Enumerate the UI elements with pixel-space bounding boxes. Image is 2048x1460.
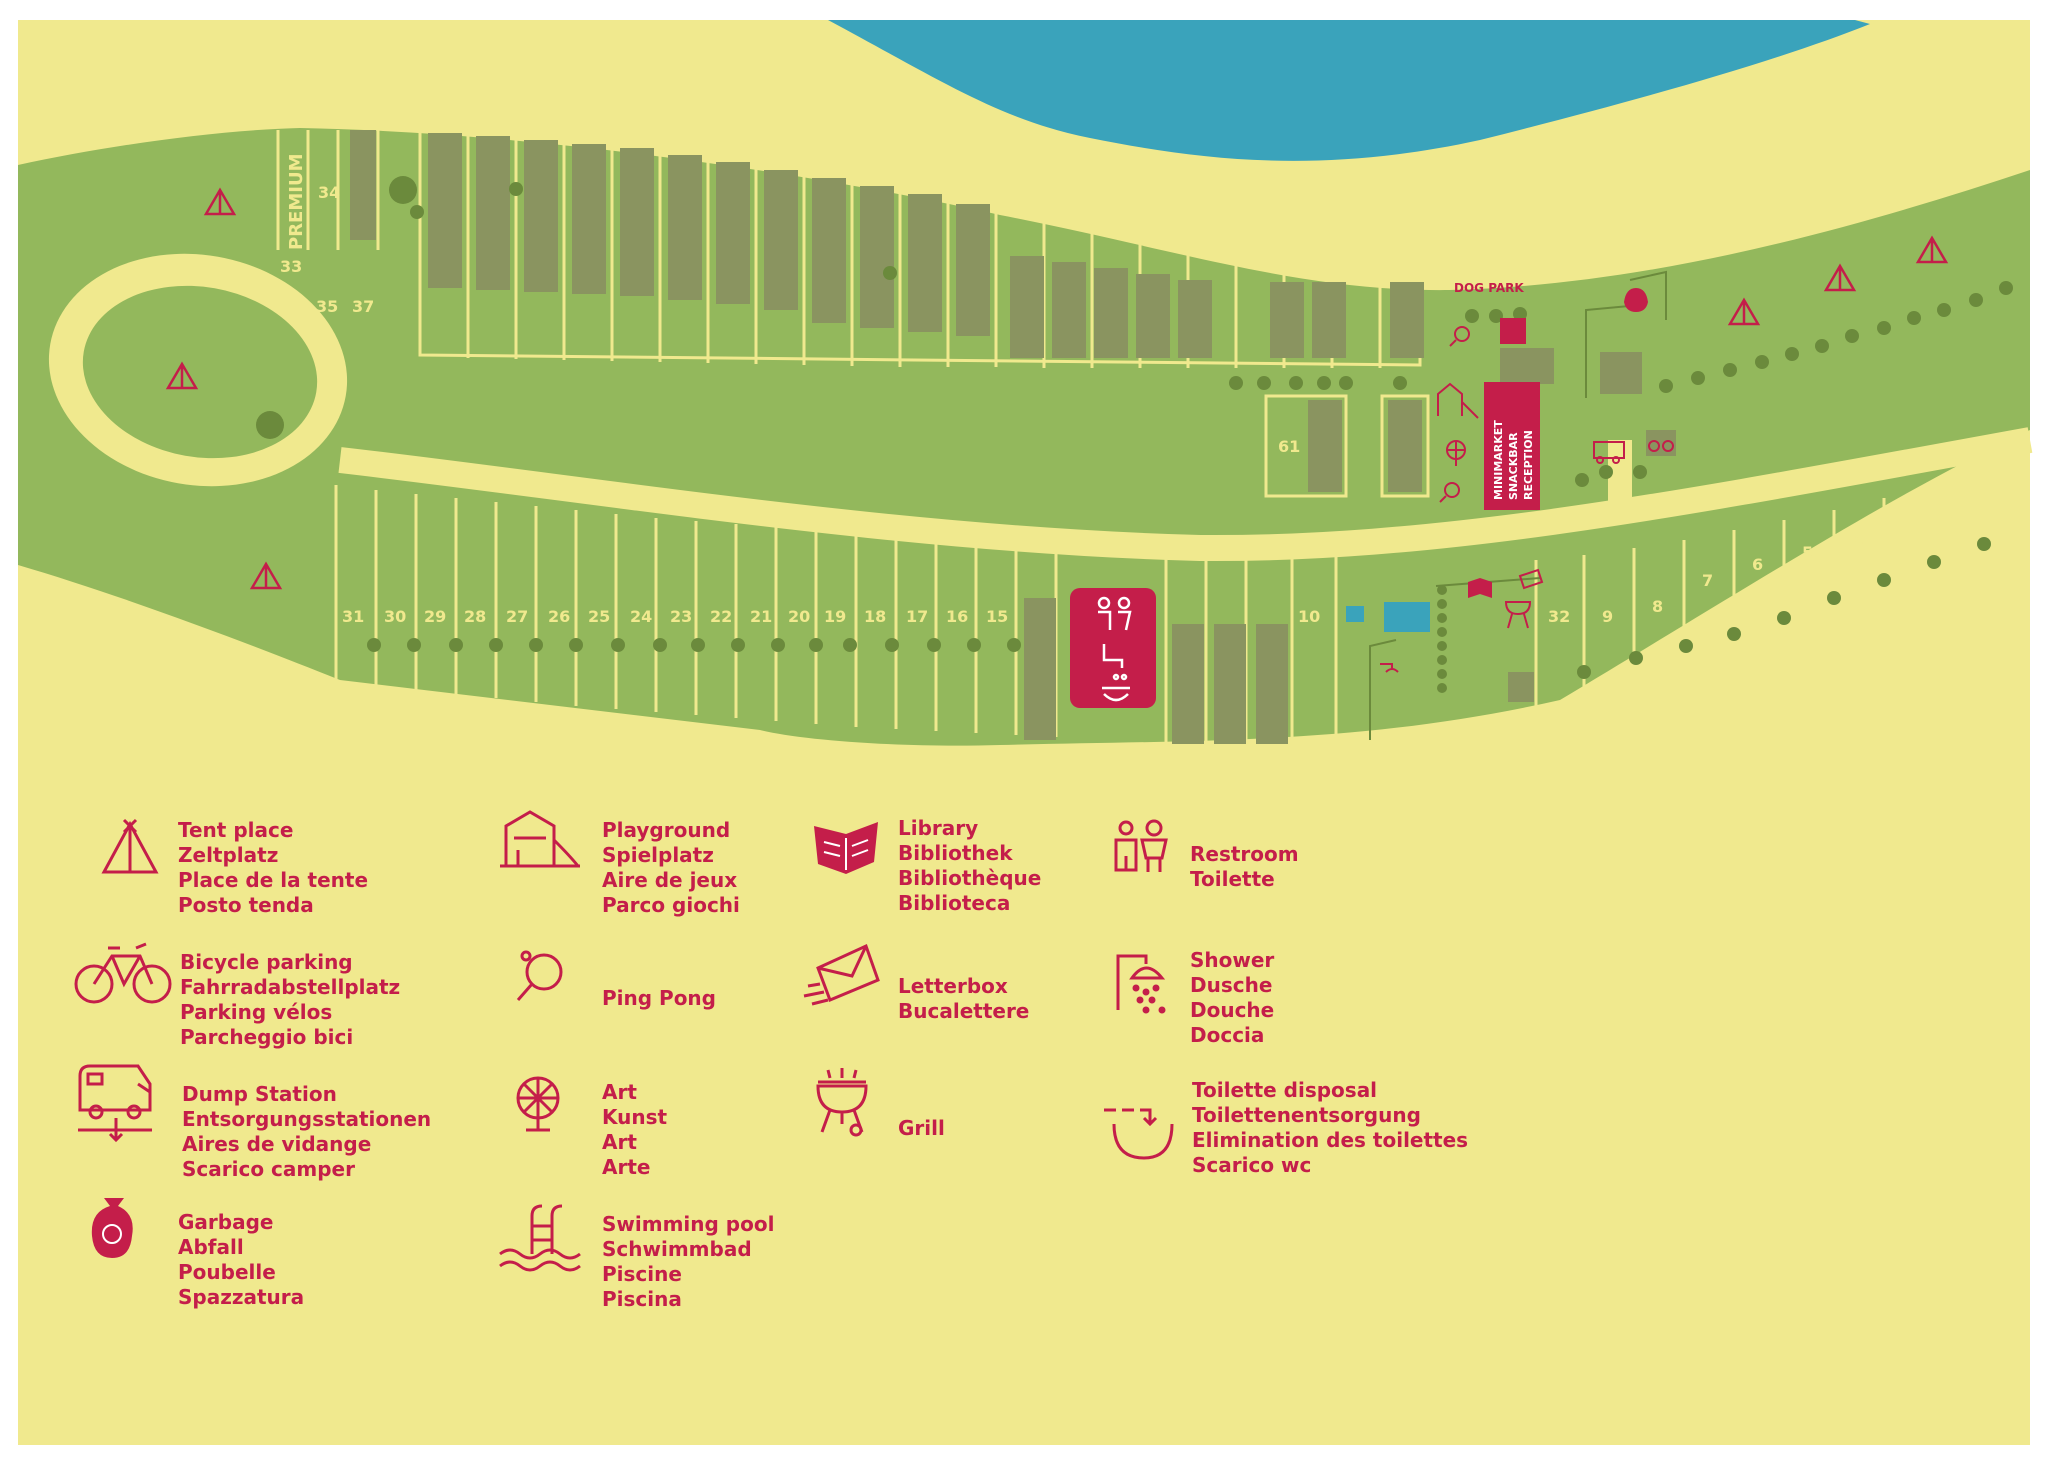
bicycle-icon — [1646, 430, 1676, 456]
pitch-number: 33 — [280, 257, 302, 276]
tent-icon — [1915, 235, 1949, 264]
library-icon — [814, 822, 878, 874]
main-road — [338, 427, 2033, 562]
pitch-number: 8 — [1652, 597, 1663, 616]
pitch-number: 37 — [352, 297, 374, 316]
tent-icon — [165, 361, 199, 390]
premium-label: PREMIUM — [286, 154, 307, 251]
shower-icon — [1116, 954, 1166, 1014]
dog-park-label: DOG PARK — [1454, 281, 1524, 295]
grass-area — [18, 128, 2030, 746]
pitch-number: 19 — [824, 607, 846, 626]
pitch-number: 17 — [906, 607, 928, 626]
reception-label: RECEPTION — [1522, 430, 1535, 500]
pitch-number: 28 — [464, 607, 486, 626]
pitch-number: 29 — [424, 607, 446, 626]
tent-icon — [203, 187, 237, 216]
art-icon — [516, 1076, 560, 1132]
pitch-number: 18 — [864, 607, 886, 626]
pitch-number: 35 — [316, 297, 338, 316]
loop-lawn — [82, 285, 318, 459]
pitch-number: 26 — [548, 607, 570, 626]
playground-icon — [1437, 382, 1479, 419]
plots-top — [350, 130, 1642, 492]
ping-pong-icon — [516, 950, 563, 1001]
pitch-number: 7 — [1702, 571, 1713, 590]
pitch-number: 6 — [1752, 555, 1763, 574]
minimarket-label: MINIMARKET — [1492, 420, 1505, 500]
pitch-number: 34 — [318, 183, 340, 202]
letterbox-icon — [803, 943, 880, 1006]
logo-icon — [1500, 318, 1526, 344]
pitch-number: 24 — [630, 607, 652, 626]
art-icon — [1446, 440, 1466, 466]
tent-icon — [101, 818, 159, 874]
dump-station-icon — [1593, 441, 1625, 464]
sanitary-building — [1070, 588, 1156, 708]
pitch-number: 32 — [1548, 607, 1570, 626]
pool-small — [1346, 606, 1364, 622]
sanitary-building-icons — [1097, 596, 1132, 702]
garbage-icon — [91, 1198, 133, 1258]
lake — [828, 20, 1870, 161]
plots-bottom — [1024, 598, 1534, 744]
pitch-number: 27 — [506, 607, 528, 626]
pitch-number: 2 — [1950, 511, 1961, 530]
reception-building — [1484, 382, 1540, 510]
grill-icon — [1504, 601, 1532, 629]
tent-icon — [1727, 297, 1761, 326]
pitch-number: 30 — [384, 607, 406, 626]
dump-station-icon — [78, 1064, 152, 1143]
swimming-pool-icon — [499, 1204, 581, 1272]
letterbox-icon — [1518, 568, 1544, 590]
pitch-number: 16 — [946, 607, 968, 626]
toilet-disposal-icon — [1104, 1108, 1174, 1160]
pitch-number: 61 — [1278, 437, 1300, 456]
tent-icon — [249, 561, 283, 590]
swimming-pool — [1384, 602, 1430, 632]
pitch-number: 23 — [670, 607, 692, 626]
pitch-number: 3 — [1900, 519, 1911, 538]
shower-icon — [1380, 663, 1399, 673]
pitch-number: 10 — [1298, 607, 1320, 626]
pitch-number: 25 — [588, 607, 610, 626]
library-icon — [1468, 578, 1492, 598]
restroom-icon — [1114, 819, 1168, 872]
bicycle-icon — [74, 942, 172, 1004]
garbage-icon — [1624, 288, 1648, 312]
ping-pong-icon — [1449, 326, 1470, 347]
trees — [256, 176, 2013, 693]
bottom-pitch-numbers: 31 30 29 28 27 26 25 24 23 22 21 20 19 1… — [342, 503, 2007, 626]
pitch-number: 9 — [1602, 607, 1613, 626]
playground-icon — [500, 810, 580, 868]
pitch-number: 15 — [986, 607, 1008, 626]
pitch-number: 1 — [1996, 503, 2007, 522]
pitch-number: 21 — [750, 607, 772, 626]
pitch-number: 22 — [710, 607, 732, 626]
grill-icon — [816, 1068, 868, 1137]
plot-outlines — [1264, 394, 1430, 498]
pitch-number: 4 — [1852, 531, 1863, 550]
pitch-number: 31 — [342, 607, 364, 626]
ping-pong-icon — [1439, 482, 1460, 503]
pitch-number: 20 — [788, 607, 810, 626]
snackbar-label: SNACKBAR — [1507, 432, 1520, 500]
pitch-number: 5 — [1802, 543, 1813, 562]
tent-icon — [1823, 263, 1857, 292]
